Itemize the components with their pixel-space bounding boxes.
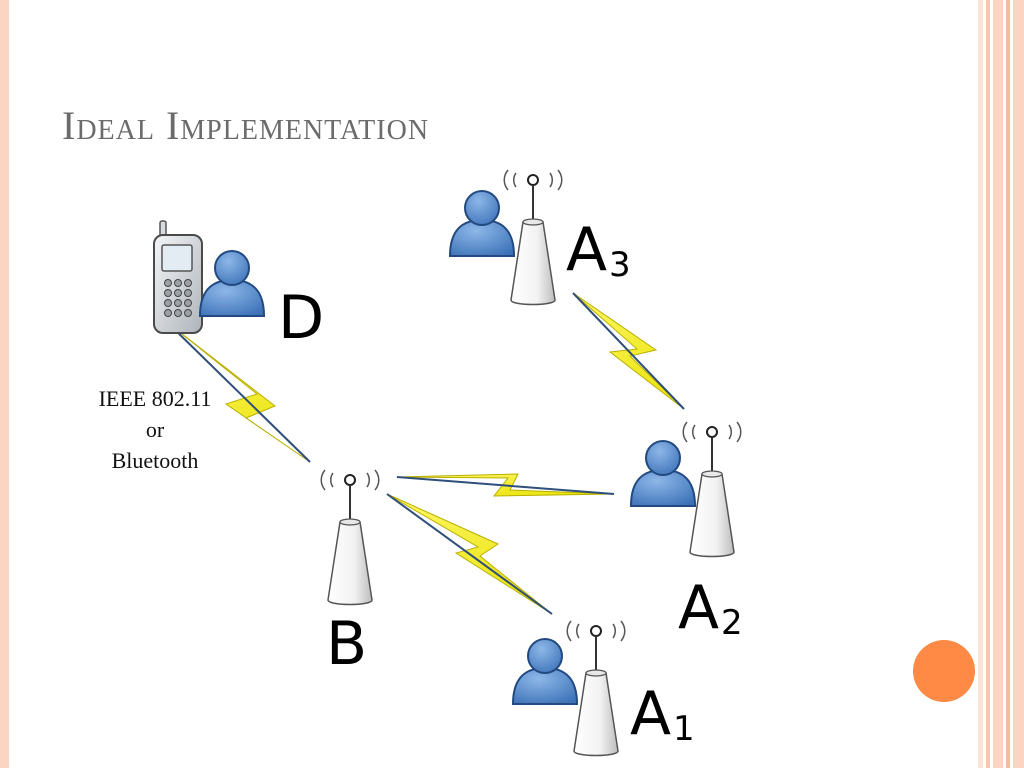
node-a2-group [630,421,742,558]
node-a1-group [512,620,626,757]
link-a3-to-a2 [572,292,685,410]
node-label-a3: A3 [566,215,631,285]
person-icon [449,190,515,257]
left-border-stripe [0,0,9,768]
node-d-group [153,220,265,334]
node-label-b: B [326,609,368,679]
mobile-phone-icon [153,220,203,334]
protocol-label-line1: IEEE 802.11 [98,386,212,411]
person-icon [512,638,578,705]
node-a3-group [449,169,563,306]
right-border-stripes [978,0,1024,768]
antenna-tower-icon [503,169,563,306]
node-label-a1: A1 [630,679,695,749]
protocol-label-line2: or [145,417,165,442]
antenna-tower-icon [320,469,380,606]
link-b-to-a2 [396,473,615,497]
protocol-label: IEEE 802.11 or Bluetooth [70,383,240,476]
link-d-to-b [167,322,311,463]
person-icon [630,440,696,507]
node-label-d: D [278,283,325,353]
person-icon [199,250,265,317]
node-label-a2: A2 [678,573,743,643]
slide-title: Ideal Implementation [62,103,430,148]
link-b-to-a1 [386,493,553,615]
protocol-label-line3: Bluetooth [111,448,199,473]
slide-accent-dot [913,640,975,702]
